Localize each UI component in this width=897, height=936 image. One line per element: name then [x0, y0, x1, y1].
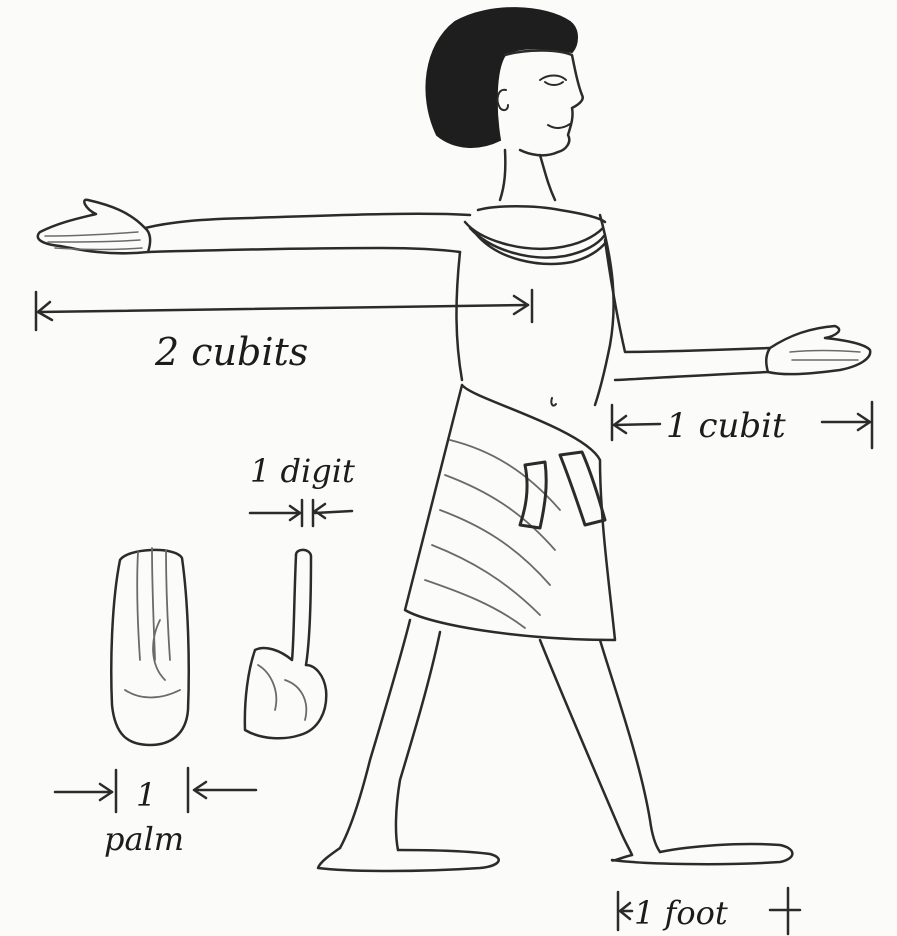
- one-cubit-left-line: [614, 424, 660, 425]
- palm-hand-sketch: [111, 548, 188, 745]
- one-digit-label: 1 digit: [250, 452, 355, 490]
- open-hand-fingers: [790, 351, 860, 361]
- collar: [465, 206, 606, 264]
- one-palm-number: 1: [136, 776, 156, 814]
- back-leg: [340, 620, 440, 850]
- two-cubits-label: 2 cubits: [154, 330, 308, 374]
- measure-one-digit: 1 digit: [250, 452, 355, 526]
- palm-hand-fingers: [125, 548, 180, 698]
- navel: [551, 398, 556, 406]
- kilt-pleats: [425, 440, 560, 628]
- kilt: [405, 385, 615, 640]
- measure-one-palm: 1 palm: [55, 768, 256, 858]
- one-palm-label: palm: [104, 820, 184, 858]
- front-foot: [612, 844, 792, 864]
- measure-one-cubit: 1 cubit: [612, 402, 872, 448]
- neck: [500, 150, 555, 200]
- two-cubits-line: [38, 305, 528, 312]
- front-leg: [540, 640, 660, 855]
- one-digit-right-line: [315, 511, 352, 513]
- one-foot-label: 1 foot: [634, 894, 728, 932]
- one-cubit-label: 1 cubit: [666, 406, 786, 446]
- palm-hand-outline: [111, 550, 188, 745]
- measure-one-foot: 1 foot: [618, 888, 800, 934]
- torso: [456, 215, 613, 405]
- mouth: [548, 124, 570, 128]
- digit-hand-sketch: [245, 550, 326, 738]
- pointing-finger: [296, 550, 311, 665]
- sash: [520, 452, 605, 528]
- extended-hand: [38, 200, 150, 254]
- eye: [540, 76, 566, 86]
- ear: [498, 90, 508, 110]
- face-outline: [505, 50, 583, 155]
- fist: [245, 555, 326, 738]
- extended-arm: [145, 214, 470, 252]
- hair: [426, 8, 577, 147]
- fist-knuckles: [258, 665, 306, 720]
- bent-arm: [605, 240, 770, 380]
- one-digit-right-arrow: [315, 504, 325, 518]
- back-foot: [318, 848, 499, 871]
